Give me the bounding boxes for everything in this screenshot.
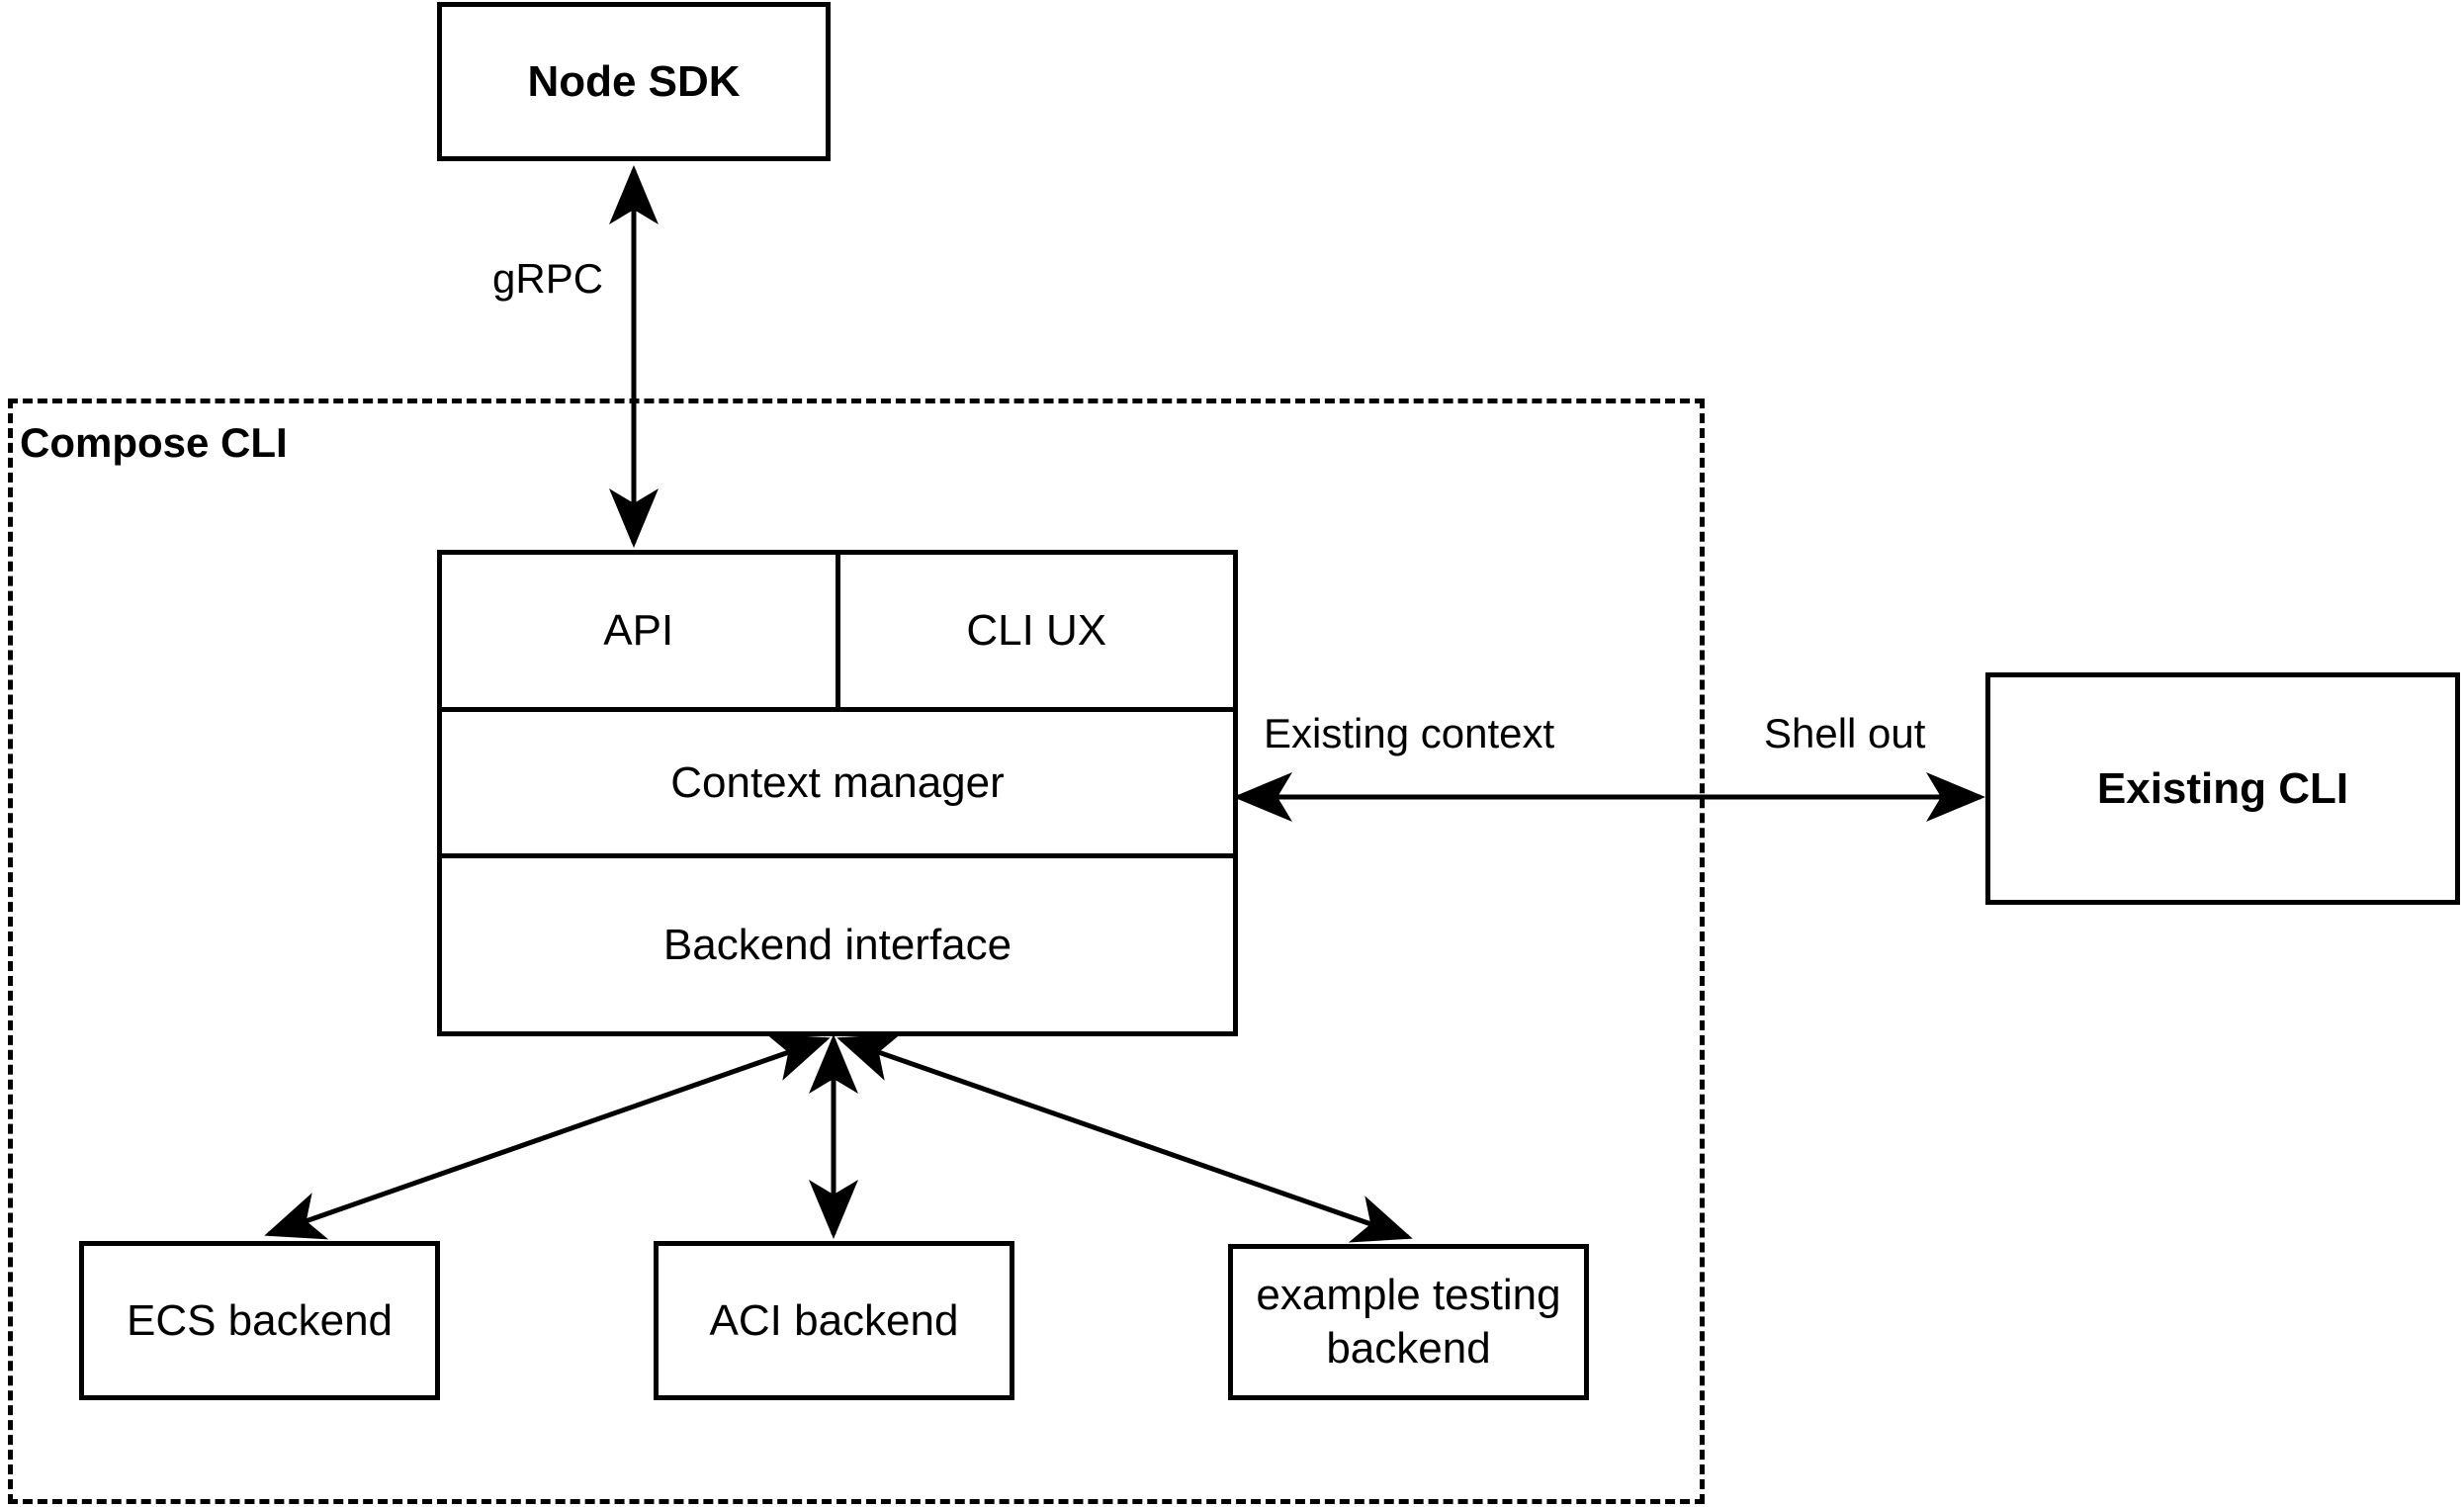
compose-cli-stack: API CLI UX Context manager Backend inter… — [437, 550, 1238, 1036]
node-example-testing-backend-label: example testing backend — [1256, 1271, 1561, 1373]
group-compose-cli-label: Compose CLI — [20, 419, 288, 466]
node-existing-cli-label: Existing CLI — [2096, 763, 2349, 813]
node-node-sdk[interactable]: Node SDK — [437, 2, 831, 161]
group-compose-cli — [8, 399, 1705, 1504]
node-context-manager[interactable]: Context manager — [442, 712, 1233, 858]
node-existing-cli[interactable]: Existing CLI — [1985, 672, 2460, 905]
node-node-sdk-label: Node SDK — [527, 56, 741, 106]
node-cli-ux-label: CLI UX — [966, 606, 1107, 655]
connector-backend-ecs — [264, 1033, 831, 1240]
node-aci-backend[interactable]: ACI backend — [654, 1241, 1014, 1400]
connector-backend-example — [836, 1033, 1413, 1243]
node-ecs-backend[interactable]: ECS backend — [79, 1241, 440, 1400]
node-ecs-backend-label: ECS backend — [126, 1295, 394, 1345]
node-api-label: API — [603, 606, 674, 655]
node-example-testing-backend[interactable]: example testing backend — [1228, 1244, 1589, 1400]
node-api[interactable]: API — [442, 555, 840, 707]
stack-row-api-cliux: API CLI UX — [442, 555, 1233, 712]
node-backend-interface[interactable]: Backend interface — [442, 858, 1233, 1031]
edge-label-grpc: gRPC — [486, 255, 610, 303]
node-backend-interface-label: Backend interface — [662, 920, 1012, 969]
edge-label-shell-out: Shell out — [1758, 710, 1932, 757]
node-context-manager-label: Context manager — [670, 757, 1005, 807]
node-aci-backend-label: ACI backend — [709, 1295, 959, 1345]
edge-label-existing-context: Existing context — [1258, 710, 1561, 757]
node-cli-ux[interactable]: CLI UX — [840, 555, 1234, 707]
